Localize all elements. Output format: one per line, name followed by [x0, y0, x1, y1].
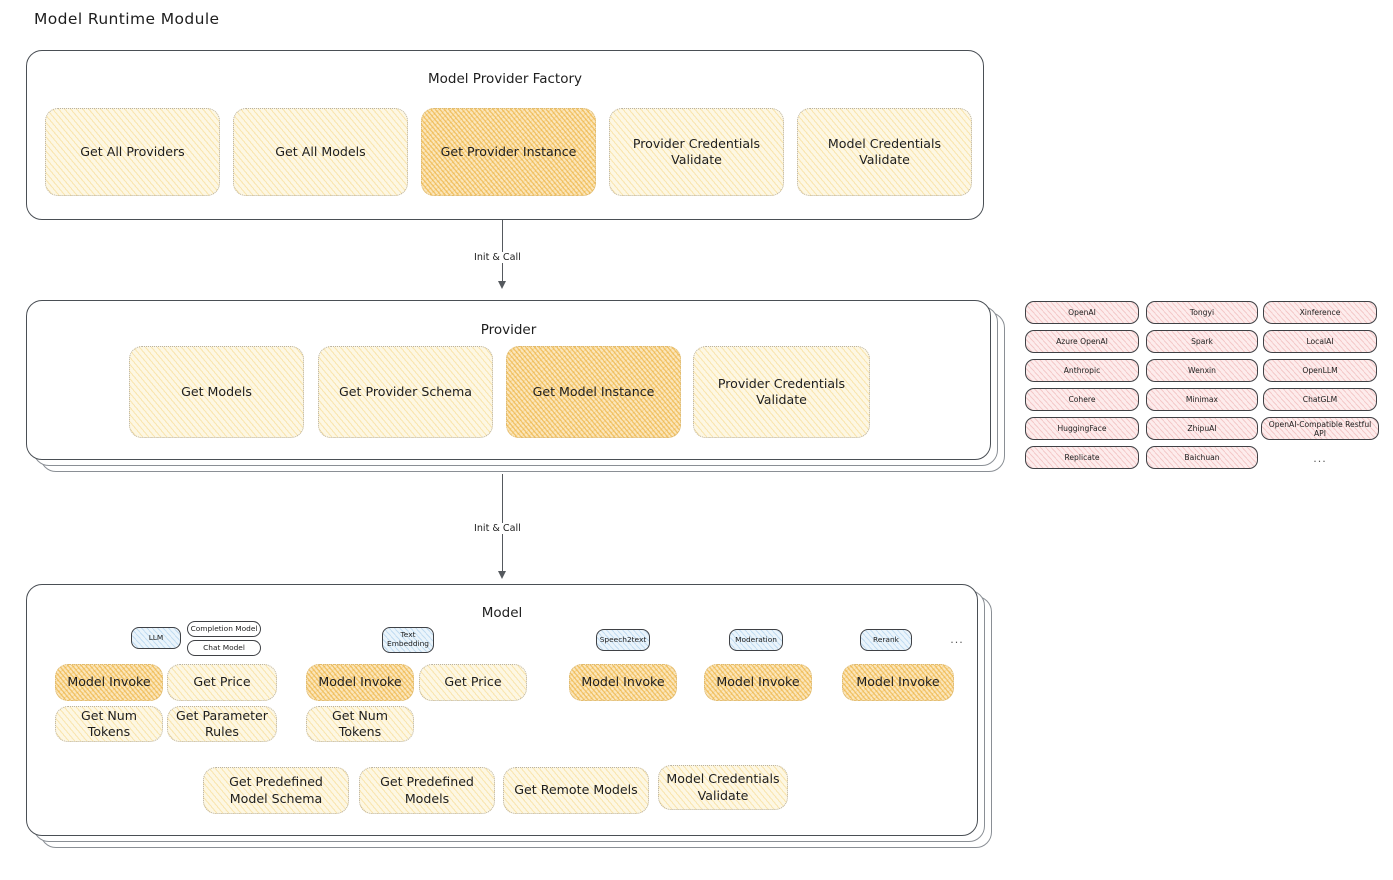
provider-tag-azure-openai[interactable]: Azure OpenAI	[1025, 330, 1139, 353]
provider-tag-cohere[interactable]: Cohere	[1025, 388, 1139, 411]
provider-tag-minimax[interactable]: Minimax	[1146, 388, 1258, 411]
factory-card-provider-credentials-validate[interactable]: Provider Credentials Validate	[609, 108, 784, 196]
model-type-badge-moderation[interactable]: Moderation	[729, 629, 783, 651]
model-type-badge-more: ...	[950, 633, 964, 647]
llm-card-get-price[interactable]: Get Price	[167, 664, 277, 701]
model-card-get-predefined-models[interactable]: Get Predefined Models	[359, 767, 495, 814]
provider-tag-huggingface[interactable]: HuggingFace	[1025, 417, 1139, 440]
model-type-badge-speech2text[interactable]: Speech2text	[596, 629, 650, 651]
factory-card-get-all-providers[interactable]: Get All Providers	[45, 108, 220, 196]
arrow-provider-to-model-label: Init & Call	[470, 523, 525, 534]
provider-panel: Provider Get Models Get Provider Schema …	[26, 300, 991, 460]
arrow-factory-to-provider-label: Init & Call	[470, 252, 525, 263]
model-card-get-predefined-model-schema[interactable]: Get Predefined Model Schema	[203, 767, 349, 814]
provider-card-get-provider-schema[interactable]: Get Provider Schema	[318, 346, 493, 438]
speech2text-card-model-invoke[interactable]: Model Invoke	[569, 664, 677, 701]
provider-title: Provider	[480, 322, 537, 338]
page-title: Model Runtime Module	[34, 10, 220, 28]
model-title: Model	[481, 605, 523, 621]
provider-card-get-models[interactable]: Get Models	[129, 346, 304, 438]
provider-tag-zhipuai[interactable]: ZhipuAI	[1146, 417, 1258, 440]
model-card-get-remote-models[interactable]: Get Remote Models	[503, 767, 649, 814]
embedding-card-model-invoke[interactable]: Model Invoke	[306, 664, 414, 701]
arrow-factory-to-provider-line	[502, 220, 504, 283]
model-type-badge-completion-model[interactable]: Completion Model	[187, 621, 261, 637]
llm-card-get-num-tokens[interactable]: Get Num Tokens	[55, 706, 163, 742]
model-type-badge-text-embedding[interactable]: Text Embedding	[382, 627, 434, 653]
factory-card-get-all-models[interactable]: Get All Models	[233, 108, 408, 196]
moderation-card-model-invoke[interactable]: Model Invoke	[704, 664, 812, 701]
arrow-factory-to-provider-head	[498, 281, 506, 289]
provider-tag-xinference[interactable]: Xinference	[1263, 301, 1377, 324]
provider-tag-tongyi[interactable]: Tongyi	[1146, 301, 1258, 324]
provider-tag-wenxin[interactable]: Wenxin	[1146, 359, 1258, 382]
provider-tag-baichuan[interactable]: Baichuan	[1146, 446, 1258, 469]
model-provider-factory-panel: Model Provider Factory Get All Providers…	[26, 50, 984, 220]
provider-tag-openai-compatible-restful-api[interactable]: OpenAI-Compatible Restful API	[1261, 417, 1379, 440]
factory-card-get-provider-instance[interactable]: Get Provider Instance	[421, 108, 596, 196]
factory-card-model-credentials-validate[interactable]: Model Credentials Validate	[797, 108, 972, 196]
rerank-card-model-invoke[interactable]: Model Invoke	[842, 664, 954, 701]
model-provider-factory-title: Model Provider Factory	[427, 71, 582, 87]
embedding-card-get-num-tokens[interactable]: Get Num Tokens	[306, 706, 414, 742]
arrow-provider-to-model-head	[498, 571, 506, 579]
provider-tag-chatglm[interactable]: ChatGLM	[1263, 388, 1377, 411]
llm-card-get-parameter-rules[interactable]: Get Parameter Rules	[167, 706, 277, 742]
provider-tag-anthropic[interactable]: Anthropic	[1025, 359, 1139, 382]
provider-tag-localai[interactable]: LocalAI	[1263, 330, 1377, 353]
provider-tag-spark[interactable]: Spark	[1146, 330, 1258, 353]
provider-tag-replicate[interactable]: Replicate	[1025, 446, 1139, 469]
model-card-model-credentials-validate[interactable]: Model Credentials Validate	[658, 765, 788, 810]
provider-card-get-model-instance[interactable]: Get Model Instance	[506, 346, 681, 438]
model-type-badge-chat-model[interactable]: Chat Model	[187, 640, 261, 656]
provider-tag-more: ...	[1313, 451, 1327, 465]
model-type-badge-rerank[interactable]: Rerank	[860, 629, 912, 651]
llm-card-model-invoke[interactable]: Model Invoke	[55, 664, 163, 701]
provider-tag-openai[interactable]: OpenAI	[1025, 301, 1139, 324]
provider-card-provider-credentials-validate[interactable]: Provider Credentials Validate	[693, 346, 870, 438]
model-panel: Model LLM Completion Model Chat Model Te…	[26, 584, 978, 836]
embedding-card-get-price[interactable]: Get Price	[419, 664, 527, 701]
provider-tag-openllm[interactable]: OpenLLM	[1263, 359, 1377, 382]
model-type-badge-llm[interactable]: LLM	[131, 627, 181, 649]
